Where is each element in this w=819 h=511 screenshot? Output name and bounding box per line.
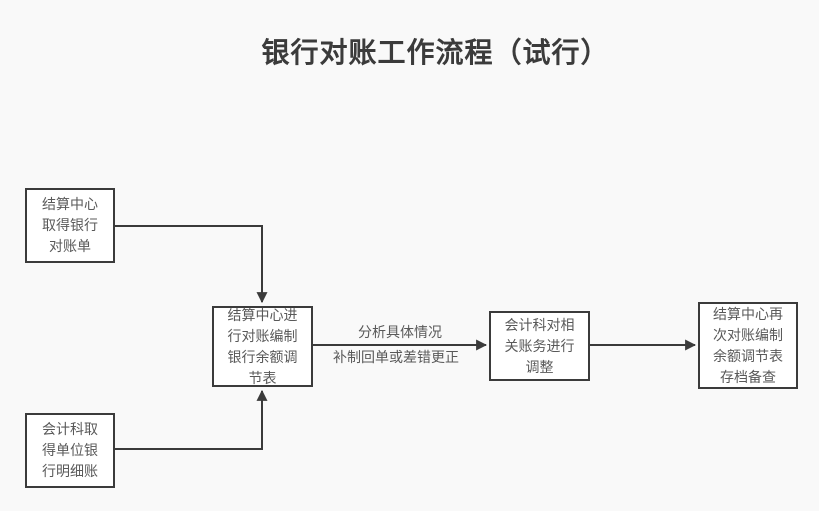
flow-box-settlement-reconcile: 结算中心进 行对账编制 银行余额调 节表 <box>212 306 313 387</box>
connector-statement-to-reconcile <box>115 225 268 304</box>
flow-box-settlement-get-statement: 结算中心 取得银行 对账单 <box>25 188 115 263</box>
flow-box-accounting-get-detail: 会计科取 得单位银 行明细账 <box>25 413 115 488</box>
edge-label-analyze: 分析具体情况 <box>358 324 442 340</box>
diagram-title: 银行对账工作流程（试行） <box>261 37 610 68</box>
flow-box-accounting-adjust: 会计科对相 关账务进行 调整 <box>489 311 590 381</box>
flow-box-settlement-archive: 结算中心再 次对账编制 余额调节表 存档备查 <box>698 302 798 389</box>
connector-detail-to-reconcile <box>115 389 268 450</box>
edge-label-correct: 补制回单或差错更正 <box>333 349 459 365</box>
